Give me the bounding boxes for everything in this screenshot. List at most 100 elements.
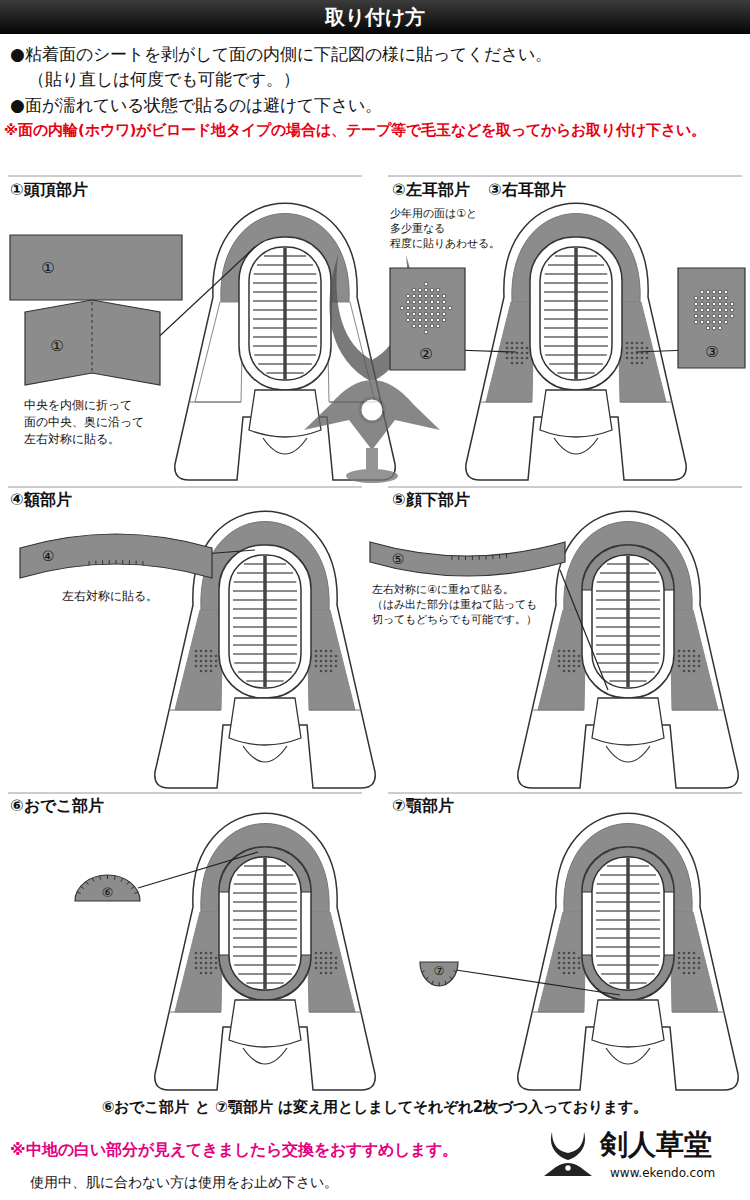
ear-hole [200, 972, 203, 975]
ear-hole [712, 314, 716, 318]
ear-hole [424, 324, 428, 328]
scale-tick [439, 982, 440, 986]
ear-hole [436, 300, 440, 304]
pad-piece: ⑥ [75, 875, 140, 901]
ear-hole [412, 288, 416, 292]
ear-hole [406, 294, 410, 298]
men-outline [518, 813, 738, 1090]
ear-hole [210, 967, 213, 970]
ear-hole [683, 957, 686, 960]
ear-hole [646, 347, 649, 350]
ear-hole [320, 655, 323, 658]
ear-hole [406, 312, 410, 316]
section-heading: ③右耳部片 [488, 181, 566, 199]
ear-hole [626, 357, 629, 360]
throat-guard-fold [263, 438, 307, 454]
ear-hole [516, 347, 519, 350]
ear-hole [568, 660, 571, 663]
ear-hole [693, 670, 696, 673]
page-title: 取り付け方 [0, 0, 750, 34]
ear-hole [210, 957, 213, 960]
section-heading: ⑤顔下部片 [392, 491, 470, 509]
ear-hole [563, 650, 566, 653]
ear-hole [730, 314, 734, 318]
ear-hole [195, 962, 198, 965]
ear-hole [205, 972, 208, 975]
ear-hole [210, 650, 213, 653]
scale-tick [127, 882, 130, 885]
ear-hole [430, 312, 434, 316]
ear-hole [706, 320, 710, 324]
leader-line [138, 852, 258, 888]
ear-hole [315, 660, 318, 663]
ear-hole [558, 650, 561, 653]
ear-hole [195, 957, 198, 960]
ear-hole [573, 650, 576, 653]
ear-hole [563, 967, 566, 970]
scale-tick [129, 560, 130, 564]
ear-hole [636, 357, 639, 360]
pad-outline [75, 875, 140, 901]
ear-hole [568, 650, 571, 653]
ear-hole [718, 290, 722, 294]
ear-hole [430, 306, 434, 310]
ear-hole [205, 952, 208, 955]
scale-tick [454, 970, 457, 972]
ear-hole [315, 952, 318, 955]
ear-hole [724, 308, 728, 312]
ear-hole [693, 962, 696, 965]
ear-hole [215, 957, 218, 960]
ear-hole [700, 308, 704, 312]
instruction-text: ⑥おでこ部片 と ⑦顎部片 は変え用としましてそれぞれ2枚づつ入っております。 [102, 1098, 649, 1118]
ear-hole [325, 665, 328, 668]
ear-hole [325, 962, 328, 965]
ear-hole [424, 300, 428, 304]
ear-hole [568, 957, 571, 960]
scale-tick [479, 556, 480, 560]
ear-hole [563, 665, 566, 668]
ear-hole [558, 957, 561, 960]
ear-hole [330, 670, 333, 673]
ear-hole [430, 294, 434, 298]
scale-tick [432, 981, 433, 985]
scale-tick [451, 556, 452, 560]
ear-hole [424, 318, 428, 322]
leader-line [456, 970, 620, 995]
ear-hole [210, 660, 213, 663]
ear-hole [412, 324, 416, 328]
ear-hole [693, 957, 696, 960]
ear-hole [335, 967, 338, 970]
ear-hole [424, 330, 428, 334]
ear-hole [325, 972, 328, 975]
ear-hole [631, 362, 634, 365]
ear-hole [700, 314, 704, 318]
section-rule [8, 176, 362, 177]
ear-hole [436, 312, 440, 316]
pad-outline [370, 542, 565, 576]
instruction-text: www.ekendo.com [610, 1166, 715, 1182]
ear-hole [412, 300, 416, 304]
ear-hole [200, 655, 203, 658]
face-frame [582, 545, 674, 698]
ear-hole [330, 957, 333, 960]
ear-lining [195, 302, 243, 402]
ear-hole [406, 300, 410, 304]
ear-hole [724, 314, 728, 318]
ear-hole [683, 962, 686, 965]
ear-hole [215, 655, 218, 658]
scale-tick [95, 561, 96, 565]
ear-hole [200, 670, 203, 673]
instruction-text: ●面が濡れている状態で貼るのは避けて下さい。 [10, 94, 382, 116]
throat-guard-fold [606, 746, 650, 762]
ear-hole [688, 665, 691, 668]
ear-hole [205, 670, 208, 673]
throat-guard [540, 390, 612, 437]
section-heading: ④額部片 [10, 491, 72, 509]
pad-outline [25, 300, 160, 385]
ear-hole [442, 306, 446, 310]
throat-guard [592, 1000, 664, 1047]
scale-tick [486, 555, 487, 559]
ear-lining [538, 912, 586, 1012]
ear-hole [718, 320, 722, 324]
scale-tick [109, 560, 110, 564]
